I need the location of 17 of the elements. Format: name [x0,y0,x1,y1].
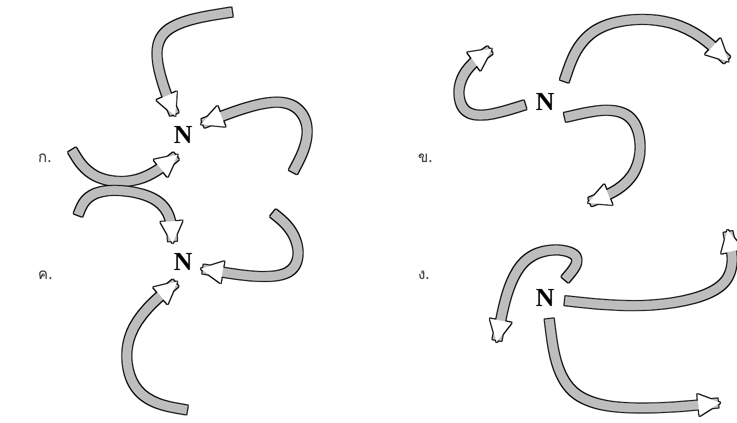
curved-arrow [564,106,645,206]
compass-letter: N [174,122,192,148]
option-label: ก. [38,147,52,168]
curved-arrow [490,245,582,342]
curved-arrow [68,148,179,186]
curved-arrow [200,98,312,174]
compass-letter: N [536,89,554,115]
compass-letter: N [174,249,192,275]
curved-arrow [454,46,526,120]
curved-arrow [122,280,188,414]
curved-arrow [200,210,303,284]
curved-arrow [152,8,233,116]
option-label: ค. [38,264,53,285]
option-label: ข. [418,147,433,168]
compass-letter: N [536,285,554,311]
option-label: ง. [418,264,430,285]
curved-arrow [564,230,737,310]
